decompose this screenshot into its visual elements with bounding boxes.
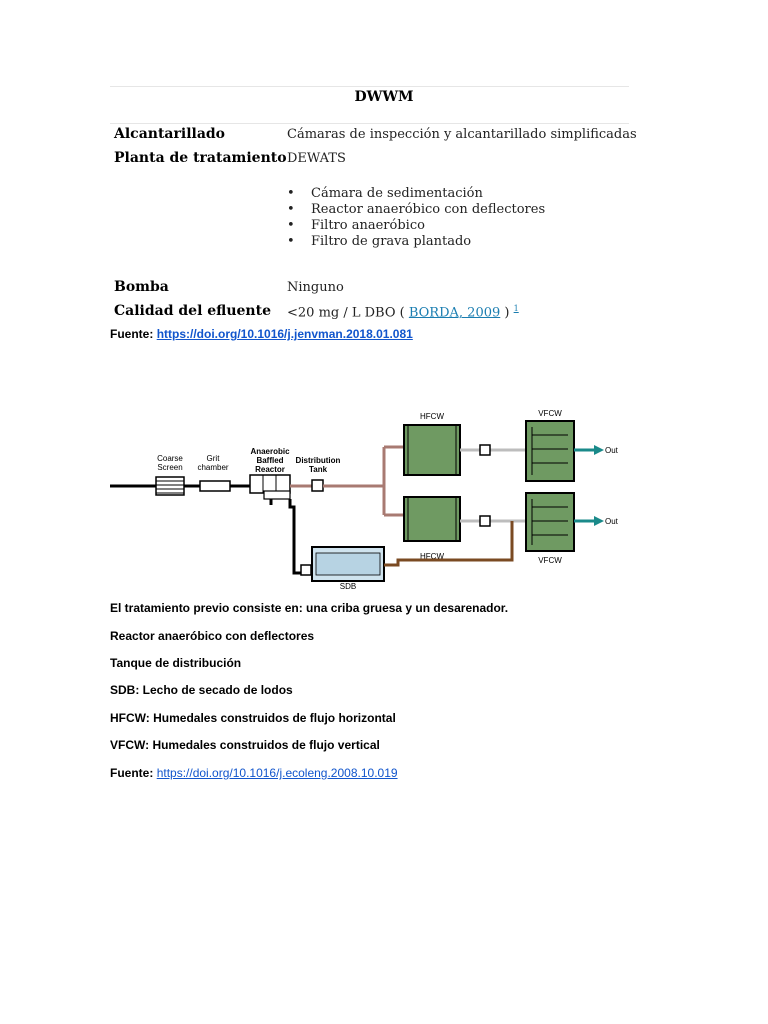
row-label-bomba: Bomba: [114, 279, 169, 295]
hfcw-top: [403, 424, 461, 476]
source-2-link[interactable]: https://doi.org/10.1016/j.ecoleng.2008.1…: [156, 766, 398, 780]
note-abr: Reactor anaeróbico con deflectores: [110, 629, 315, 643]
row-value-alcantarillado: Cámaras de inspección y alcantarillado s…: [287, 127, 637, 142]
anaerobic-baffled-reactor: [249, 474, 291, 500]
row-value-planta: DEWATS: [287, 151, 346, 166]
row-value-bomba: Ninguno: [287, 280, 344, 295]
out-top-label: Out: [605, 446, 619, 455]
treatment-process-diagram: Coarse Screen Grit chamber Anaerobic Baf…: [110, 409, 619, 590]
vfcw-top-label: VFCW: [538, 409, 562, 418]
grit-chamber-label-2: chamber: [197, 463, 228, 472]
abr-label-1: Anaerobic: [250, 447, 290, 456]
sludge-drying-bed: [311, 546, 385, 582]
calidad-prefix: <20 mg / L DBO (: [287, 305, 405, 321]
row-label-calidad: Calidad del efluente: [114, 303, 271, 319]
list-item: Filtro de grava plantado: [287, 234, 545, 250]
row-label-alcantarillado: Alcantarillado: [114, 126, 226, 142]
abr-label-3: Reactor: [255, 465, 285, 474]
vfcw-bottom-label: VFCW: [538, 556, 562, 565]
source-1-link[interactable]: https://doi.org/10.1016/j.jenvman.2018.0…: [156, 327, 413, 341]
note-pretreatment: El tratamiento previo consiste en: una c…: [110, 601, 509, 615]
list-item: Filtro anaeróbico: [287, 218, 545, 234]
list-item: Cámara de sedimentación: [287, 186, 545, 202]
pump-box-top: [479, 444, 491, 456]
source-1-label: Fuente:: [110, 327, 154, 341]
source-2: Fuente: https://doi.org/10.1016/j.ecolen…: [110, 766, 398, 780]
note-sdb: SDB: Lecho de secado de lodos: [110, 683, 293, 697]
treatment-list: Cámara de sedimentación Reactor anaeróbi…: [287, 186, 545, 250]
hfcw-bottom-label: HFCW: [420, 552, 444, 561]
source-1: Fuente: https://doi.org/10.1016/j.jenvma…: [110, 327, 413, 341]
distribution-tank-label-1: Distribution: [296, 456, 341, 465]
hfcw-top-label: HFCW: [420, 412, 444, 421]
distribution-tank: [311, 479, 324, 492]
row-value-calidad: <20 mg / L DBO ( BORDA, 2009 ) 1: [287, 304, 519, 320]
note-vfcw: VFCW: Humedales construidos de flujo ver…: [110, 738, 380, 752]
grit-chamber-label-1: Grit: [207, 454, 221, 463]
pump-box-bottom: [479, 515, 491, 527]
source-2-label: Fuente:: [110, 766, 154, 780]
coarse-screen-label-1: Coarse: [157, 454, 183, 463]
hfcw-bottom: [403, 496, 461, 542]
borda-citation-link[interactable]: BORDA, 2009: [408, 305, 501, 321]
grit-chamber: [199, 480, 231, 492]
list-item: Reactor anaeróbico con deflectores: [287, 202, 545, 218]
sdb-label: SDB: [340, 582, 356, 590]
note-distribution: Tanque de distribución: [110, 656, 242, 670]
table-top-rule: [110, 86, 629, 87]
coarse-screen-label-2: Screen: [157, 463, 182, 472]
return-line: [384, 521, 514, 567]
vfcw-top: [525, 420, 575, 482]
table-header-rule: [110, 123, 629, 124]
note-hfcw: HFCW: Humedales construidos de flujo hor…: [110, 711, 396, 725]
calidad-suffix: ): [504, 305, 510, 321]
table-title: DWWM: [354, 89, 414, 105]
footnote-link[interactable]: 1: [513, 304, 519, 313]
vfcw-bottom: [525, 492, 575, 552]
distribution-tank-label-2: Tank: [309, 465, 328, 474]
sludge-pipe: [288, 499, 312, 575]
row-label-planta: Planta de tratamiento: [114, 150, 287, 166]
coarse-screen: [155, 476, 185, 496]
out-bottom-label: Out: [605, 517, 619, 526]
abr-label-2: Baffled: [256, 456, 283, 465]
